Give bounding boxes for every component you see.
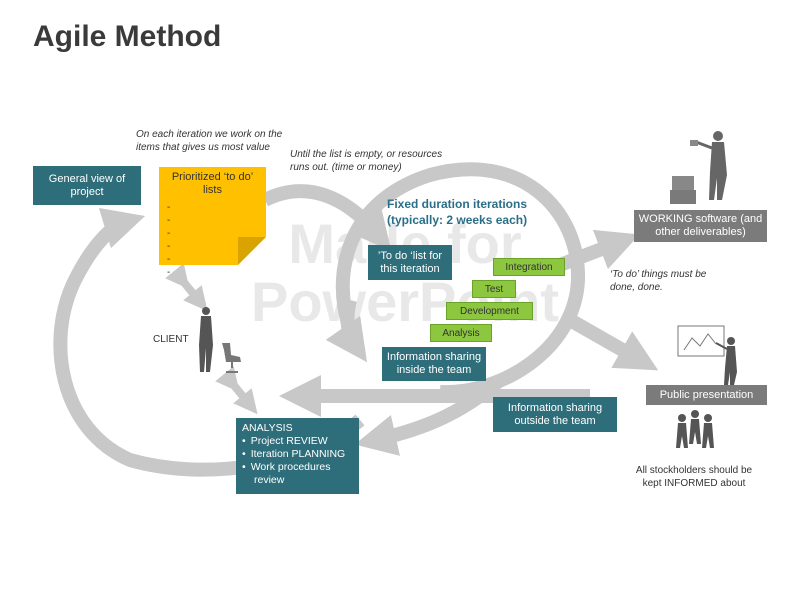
list-item: - (167, 254, 171, 265)
client-up-arrow (165, 263, 208, 312)
fixed-iterations-heading: Fixed duration iterations (typically: 2 … (387, 197, 528, 227)
prioritized-todo-sticky: Prioritized ‘to do’ lists - - - - - - (159, 167, 266, 278)
iteration-circle-arrow (335, 162, 586, 400)
client-down-arrow (215, 366, 258, 415)
sticky-fold (238, 237, 266, 265)
public-presentation-box: Public presentation (646, 385, 767, 405)
presenter-figure-icon (670, 131, 727, 204)
step-development: Development (446, 302, 533, 320)
sticky-list: - - - - - - (167, 201, 258, 279)
to-presentation-arrow (566, 313, 659, 371)
until-note: Until the list is empty, or resources ru… (290, 149, 443, 173)
to-working-arrow (557, 229, 640, 272)
list-item: - (167, 228, 171, 239)
analysis-box: ANALYSIS Project REVIEW Iteration PLANNI… (236, 418, 359, 494)
todo-iteration-box: ’To do ‘list for this iteration (368, 245, 452, 280)
general-view-box: General view of project (33, 166, 141, 205)
todo-done-note: ‘To do’ things must be done, done. (610, 269, 707, 293)
inner-down-arrow (325, 298, 368, 363)
analysis-heading: ANALYSIS (242, 422, 293, 434)
sticky-heading: Prioritized ‘to do’ lists (171, 171, 254, 196)
list-item: - (167, 202, 171, 213)
board-presenter-icon (677, 325, 737, 385)
step-test: Test (472, 280, 516, 298)
info-outside-box: Information sharing outside the team (493, 397, 617, 432)
list-item: - (167, 267, 171, 278)
page-title: Agile Method (33, 20, 222, 53)
watermark: Made for PowerPoint (250, 212, 560, 333)
stakeholders-note: All stockholders should be kept INFORMED… (635, 465, 753, 489)
analysis-continuation: review (254, 474, 285, 486)
stakeholders-group-icon (676, 410, 714, 448)
client-figure-icon (199, 307, 241, 373)
iteration-note: On each iteration we work on the items t… (136, 129, 283, 153)
client-label: CLIENT (153, 334, 189, 345)
list-item: Iteration PLANNING (242, 448, 353, 461)
working-software-box: WORKING software (and other deliverables… (634, 210, 767, 242)
step-integration: Integration (493, 258, 565, 276)
analysis-list: Project REVIEW Iteration PLANNING Work p… (242, 435, 353, 474)
list-item: - (167, 241, 171, 252)
list-item: - (167, 215, 171, 226)
step-analysis: Analysis (430, 324, 492, 342)
info-inside-box: Information sharing inside the team (382, 347, 486, 381)
list-item: Work procedures (242, 461, 353, 474)
list-item: Project REVIEW (242, 435, 353, 448)
